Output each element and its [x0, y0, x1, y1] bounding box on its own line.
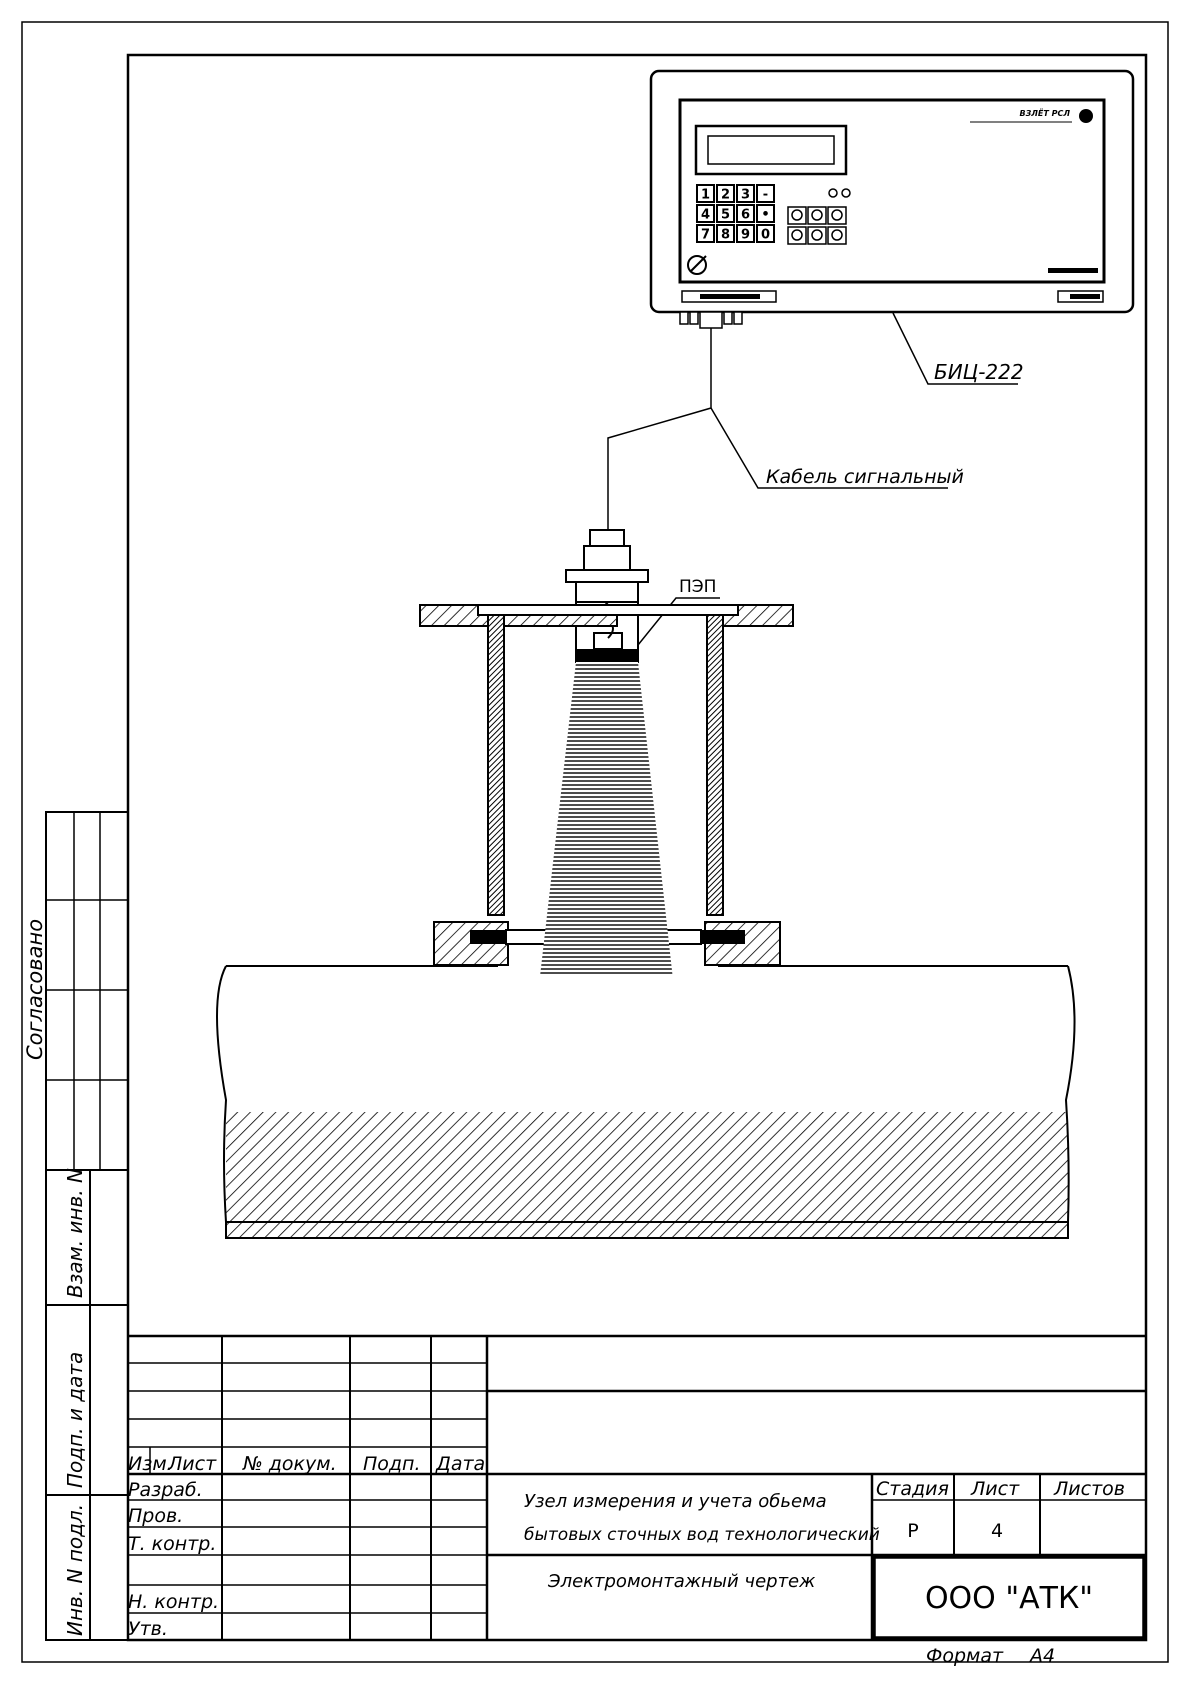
standpipe-wall-left: [487, 614, 505, 916]
keypad-key-label: •: [761, 208, 769, 223]
manufacturer-logo-icon: [687, 255, 707, 275]
device-serial-plate: [1057, 290, 1104, 303]
stage-header: Стадия: [876, 1478, 949, 1500]
col-header-date: Дата: [435, 1453, 485, 1475]
pipe-section: [216, 965, 1076, 1239]
role-developer: Разраб.: [128, 1479, 203, 1501]
sign-date-label: Подп. и дата: [63, 1352, 87, 1488]
sheets-header: Листов: [1053, 1478, 1125, 1500]
standpipe-wall-right: [706, 614, 724, 916]
keypad-key: 2: [716, 184, 735, 203]
keypad-key-label: 9: [741, 228, 750, 243]
sheet-value: 4: [991, 1520, 1003, 1542]
side-approval-panel: [45, 811, 129, 1641]
stage-value: Р: [907, 1520, 918, 1542]
sensor-assembly: [565, 529, 649, 663]
keypad-key-label: 8: [721, 228, 730, 243]
keypad-key-label: 5: [721, 208, 730, 223]
gasket-right: [701, 930, 745, 944]
role-tech-control: Т. контр.: [128, 1533, 216, 1555]
cable-glands: [679, 311, 743, 329]
agreed-label: Согласовано: [23, 919, 47, 1060]
keypad-key: 3: [736, 184, 755, 203]
keypad-key-label: 1: [701, 188, 710, 203]
keypad-key: -: [756, 184, 775, 203]
col-header-signature: Подп.: [363, 1453, 421, 1475]
keypad-key-label: 4: [701, 208, 710, 223]
device-display: [694, 124, 848, 176]
keypad-key: 5: [716, 204, 735, 223]
col-header-sheet: Лист: [167, 1453, 217, 1475]
gasket-left: [470, 930, 506, 944]
document-title-line1: Узел измерения и учета обьема: [524, 1491, 827, 1512]
title-block-grid: [128, 1334, 1146, 1640]
format-label: Формат: [926, 1645, 1004, 1667]
indicator-led: [828, 188, 838, 198]
keypad-key-label: 0: [761, 228, 770, 243]
indicator-led: [841, 188, 851, 198]
col-header-change: Изм.: [128, 1453, 173, 1475]
keypad-key-label: 2: [721, 188, 730, 203]
keypad-key: 0: [756, 224, 775, 243]
keypad-key-label: -: [763, 188, 768, 203]
keypad-key: 6: [736, 204, 755, 223]
role-checked: Пров.: [128, 1505, 183, 1527]
keypad-key: 7: [696, 224, 715, 243]
device-emblem-icon: [1079, 109, 1093, 123]
keypad-key: 8: [716, 224, 735, 243]
wastewater-level: [226, 1112, 1068, 1222]
keypad-key: •: [756, 204, 775, 223]
sensor-label: ПЭП: [679, 577, 716, 597]
document-type: Электромонтажный чертеж: [547, 1571, 816, 1592]
role-approved: Утв.: [128, 1618, 168, 1640]
format-value: А4: [1028, 1645, 1055, 1667]
keypad-key: 4: [696, 204, 715, 223]
nav-buttons: [787, 206, 847, 245]
cable-label: Кабель сигнальный: [766, 466, 964, 488]
company-name: ООО "АТК": [925, 1581, 1093, 1616]
keypad-key: 9: [736, 224, 755, 243]
swap-inv-label: Взам. инв. N: [63, 1168, 87, 1298]
document-title-line2: бытовых сточных вод технологический: [524, 1525, 880, 1545]
device-label: БИЦ-222: [934, 360, 1024, 384]
col-header-doc-number: № докум.: [242, 1453, 337, 1475]
keypad-key: 1: [696, 184, 715, 203]
pipe-bottom-wall: [225, 1221, 1069, 1239]
keypad-key-label: 3: [741, 188, 750, 203]
top-flange-plate: [477, 604, 739, 616]
leader-lines: [607, 312, 1018, 646]
keypad-key-label: 7: [701, 228, 710, 243]
keypad-key-label: 6: [741, 208, 750, 223]
role-norm-control: Н. контр.: [128, 1591, 219, 1613]
sheet-header: Лист: [970, 1478, 1020, 1500]
device-brand-logo: ВЗЛЁТ РСЛ: [1019, 108, 1070, 118]
inv-orig-label: Инв. N подл.: [63, 1504, 87, 1636]
sheet-outer-border: [21, 21, 1169, 1663]
device-model-plate: [681, 290, 777, 303]
